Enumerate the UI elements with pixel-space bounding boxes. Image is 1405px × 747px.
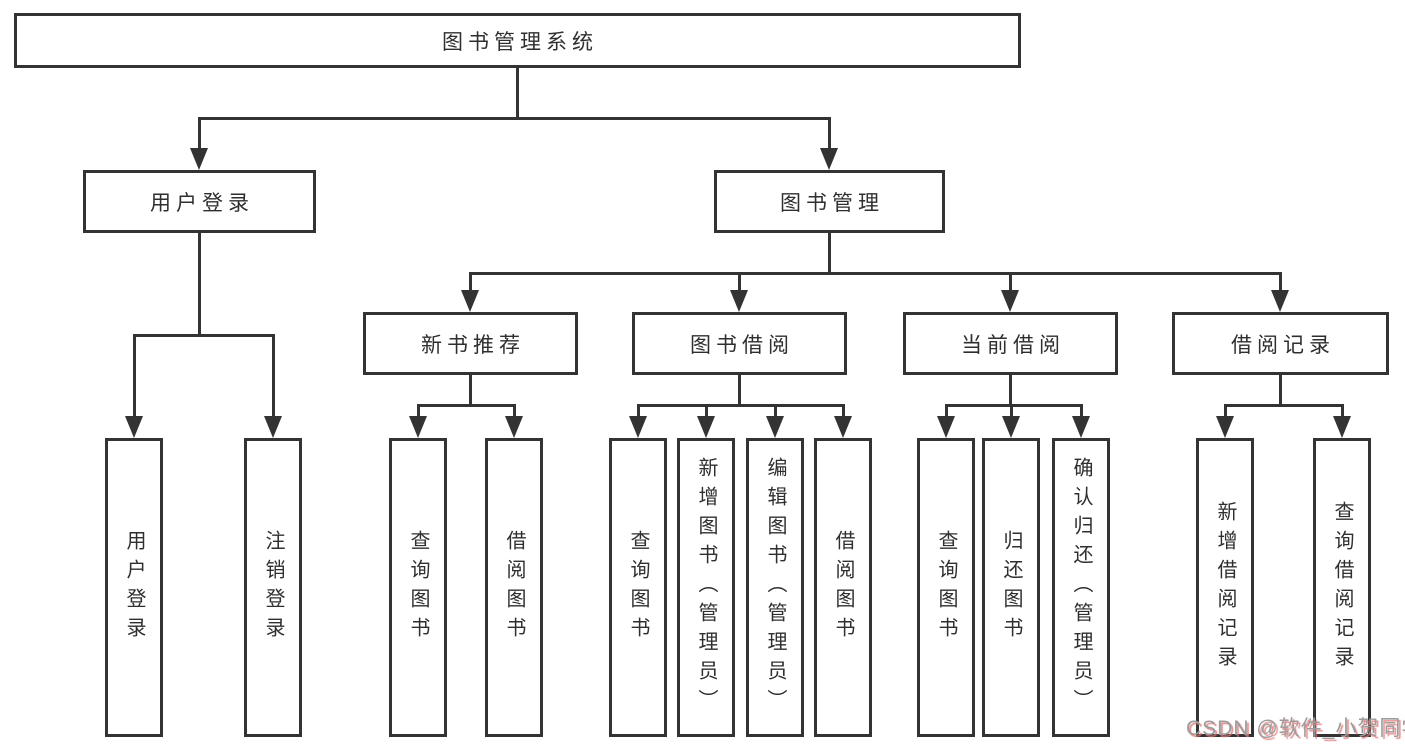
leaf-borrow-edit-book-admin: 编辑图书（管理员）	[746, 438, 804, 737]
arrowhead-down-icon	[697, 416, 715, 438]
connector-user-login-rail	[133, 334, 275, 337]
leaf-label: 用户登录	[123, 529, 145, 646]
node-book-management: 图书管理	[714, 170, 945, 233]
connector-drop	[1010, 404, 1013, 417]
connector-borrow-record-rail	[1224, 404, 1344, 407]
leaf-newbook-borrow-book: 借阅图书	[485, 438, 543, 737]
arrowhead-down-icon	[1001, 290, 1019, 312]
leaf-current-query-book: 查询图书	[917, 438, 975, 737]
leaf-record-add-borrow-record: 新增借阅记录	[1196, 438, 1254, 737]
leaf-label: 注销登录	[262, 529, 284, 646]
node-new-book-recommend: 新书推荐	[363, 312, 578, 375]
connector-current-borrow-rail	[945, 404, 1083, 407]
leaf-newbook-query-book: 查询图书	[389, 438, 447, 737]
leaf-borrow-borrow-book: 借阅图书	[814, 438, 872, 737]
connector-drop-book-management	[828, 117, 831, 150]
node-borrow-record: 借阅记录	[1172, 312, 1389, 375]
leaf-label: 查询图书	[627, 529, 649, 646]
connector-drop	[945, 404, 948, 417]
connector-new-book-rail	[417, 404, 516, 407]
arrowhead-down-icon	[461, 290, 479, 312]
connector-drop	[417, 404, 420, 417]
arrowhead-down-icon	[1333, 416, 1351, 438]
connector-current-borrow-stem	[1009, 375, 1012, 407]
leaf-label: 借阅图书	[503, 529, 525, 646]
arrowhead-down-icon	[409, 416, 427, 438]
connector-drop-user-login	[198, 117, 201, 150]
arrowhead-down-icon	[937, 416, 955, 438]
leaf-label: 新增借阅记录	[1214, 500, 1236, 675]
connector-drop	[1080, 404, 1083, 417]
leaf-borrow-add-book-admin: 新增图书（管理员）	[677, 438, 735, 737]
connector-drop	[774, 404, 777, 417]
arrowhead-down-icon	[505, 416, 523, 438]
leaf-record-query-borrow-record: 查询借阅记录	[1313, 438, 1371, 737]
leaf-label: 查询图书	[935, 529, 957, 646]
leaf-borrow-query-book: 查询图书	[609, 438, 667, 737]
connector-book-borrow-stem	[738, 375, 741, 407]
connector-drop	[1341, 404, 1344, 417]
arrowhead-down-icon	[1216, 416, 1234, 438]
leaf-label: 查询图书	[407, 529, 429, 646]
connector-root-rail	[198, 117, 831, 120]
leaf-current-return-book: 归还图书	[982, 438, 1040, 737]
connector-borrow-record-stem	[1279, 375, 1282, 407]
arrowhead-down-icon	[730, 290, 748, 312]
connector-root-stem	[516, 68, 519, 120]
connector-drop-book-borrow	[738, 272, 741, 292]
node-current-borrow: 当前借阅	[903, 312, 1118, 375]
connector-drop	[1224, 404, 1227, 417]
connector-drop-leaf-logout	[272, 334, 275, 416]
arrowhead-down-icon	[1072, 416, 1090, 438]
node-user-login: 用户登录	[83, 170, 316, 233]
arrowhead-down-icon	[190, 148, 208, 170]
arrowhead-down-icon	[834, 416, 852, 438]
connector-drop	[637, 404, 640, 417]
leaf-label: 确认归还（管理员）	[1070, 457, 1092, 718]
node-book-borrow: 图书借阅	[632, 312, 847, 375]
connector-drop	[705, 404, 708, 417]
leaf-label: 查询借阅记录	[1331, 500, 1353, 675]
arrowhead-down-icon	[1271, 290, 1289, 312]
node-root-library-system: 图书管理系统	[14, 13, 1021, 68]
connector-drop-borrow-record	[1279, 272, 1282, 292]
connector-drop-leaf-user-login	[133, 334, 136, 416]
connector-drop-current-borrow	[1009, 272, 1012, 292]
connector-new-book-stem	[469, 375, 472, 407]
connector-drop-new-book	[469, 272, 472, 292]
csdn-watermark: CSDN @软件_小贺同学	[1186, 717, 1405, 740]
arrowhead-down-icon	[820, 148, 838, 170]
connector-user-login-stem	[198, 233, 201, 337]
leaf-label: 新增图书（管理员）	[695, 457, 717, 718]
leaf-logout: 注销登录	[244, 438, 302, 737]
arrowhead-down-icon	[264, 416, 282, 438]
connector-book-borrow-rail	[637, 404, 845, 407]
arrowhead-down-icon	[1002, 416, 1020, 438]
arrowhead-down-icon	[125, 416, 143, 438]
connector-drop	[513, 404, 516, 417]
connector-drop	[842, 404, 845, 417]
connector-book-mgmt-stem	[828, 233, 831, 275]
leaf-label: 编辑图书（管理员）	[764, 457, 786, 718]
leaf-label: 借阅图书	[832, 529, 854, 646]
leaf-current-confirm-return-admin: 确认归还（管理员）	[1052, 438, 1110, 737]
arrowhead-down-icon	[766, 416, 784, 438]
connector-book-mgmt-rail	[469, 272, 1282, 275]
arrowhead-down-icon	[629, 416, 647, 438]
leaf-label: 归还图书	[1000, 529, 1022, 646]
leaf-user-login: 用户登录	[105, 438, 163, 737]
